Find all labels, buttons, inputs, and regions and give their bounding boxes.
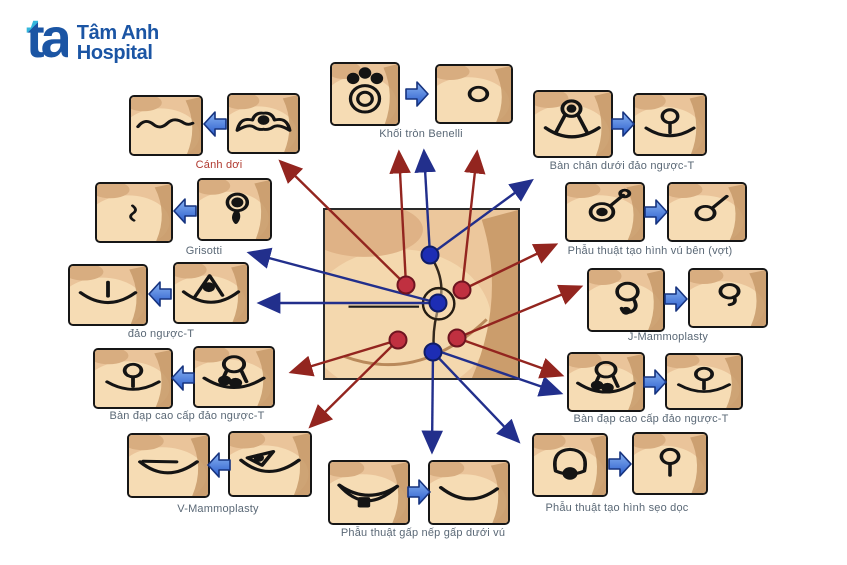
seo-doc-after-image [632,432,708,495]
v-mammoplasty-direction-arrow-icon [205,450,233,480]
vu-ben-vot-after-image [667,182,747,242]
gap-nep-direction-arrow-icon [405,477,433,507]
khoi-tron-benelli-label: Khối tròn Benelli [379,128,463,140]
dao-nguoc-t-direction-arrow-icon [146,279,174,309]
khoi-tron-benelli-before-image [330,62,400,126]
gap-nep-label: Phẫu thuật gấp nếp gấp dưới vú [340,527,506,539]
ban-dap-trai-direction-arrow-icon [169,363,197,393]
seo-doc-label: Phẫu thuật tạo hình sẹo dọc [545,502,689,514]
grisotti-label: Grisotti [185,245,223,257]
ban-dap-phai-label: Bàn đạp cao cấp đảo ngược-T [573,413,729,425]
hospital-logo: ta Tâm Anh Hospital [26,6,159,69]
khoi-tron-benelli-after-image [435,64,513,124]
dao-nguoc-t-label: đảo ngược-T [127,328,195,340]
ban-dap-trai-before-image [93,348,173,409]
ban-chan-duoi-direction-arrow-icon [609,109,637,139]
ban-chan-duoi-before-image [533,90,613,158]
canh-doi-after-image [227,93,300,154]
j-mammoplasty-before-image [587,268,665,332]
ban-chan-duoi-label: Bàn chân dưới đảo ngược-T [549,160,695,172]
seo-doc-before-image [532,433,608,497]
vu-ben-vot-direction-arrow-icon [642,197,670,227]
v-mammoplasty-label: V-Mammoplasty [177,503,259,515]
ban-chan-duoi-after-image [633,93,707,156]
ban-dap-trai-label: Bàn đạp cao cấp đảo ngược-T [109,410,265,422]
ban-dap-phai-direction-arrow-icon [641,367,669,397]
gap-nep-before-image [328,460,410,525]
gap-nep-after-image [428,460,510,525]
v-mammoplasty-after-image [228,431,312,497]
ban-dap-trai-after-image [193,346,275,408]
dao-nguoc-t-after-image [173,262,249,324]
central-diagram [323,208,520,380]
j-mammoplasty-label: J-Mammoplasty [627,331,709,343]
j-mammoplasty-after-image [688,268,768,328]
dao-nguoc-t-before-image [68,264,148,326]
ban-dap-phai-before-image [567,352,645,412]
canh-doi-label: Cánh dơi [195,159,243,171]
logo-ta-icon: ta [26,6,72,69]
central-breast-illustration [325,210,518,378]
canh-doi-direction-arrow-icon [201,109,229,139]
seo-doc-direction-arrow-icon [606,449,634,479]
vu-ben-vot-before-image [565,182,645,242]
j-mammoplasty-direction-arrow-icon [662,284,690,314]
hospital-name-line1: Tâm Anh [76,22,159,44]
grisotti-direction-arrow-icon [171,196,199,226]
vu-ben-vot-label: Phẫu thuật tạo hình vú bên (vợt) [567,245,733,257]
grisotti-before-image [95,182,173,243]
hospital-name-line2: Hospital [76,42,153,65]
hospital-name: Tâm Anh Hospital [77,23,159,64]
grisotti-after-image [197,178,272,241]
v-mammoplasty-before-image [127,433,210,498]
ban-dap-phai-after-image [665,353,743,410]
canh-doi-before-image [129,95,203,156]
khoi-tron-benelli-direction-arrow-icon [403,79,431,109]
